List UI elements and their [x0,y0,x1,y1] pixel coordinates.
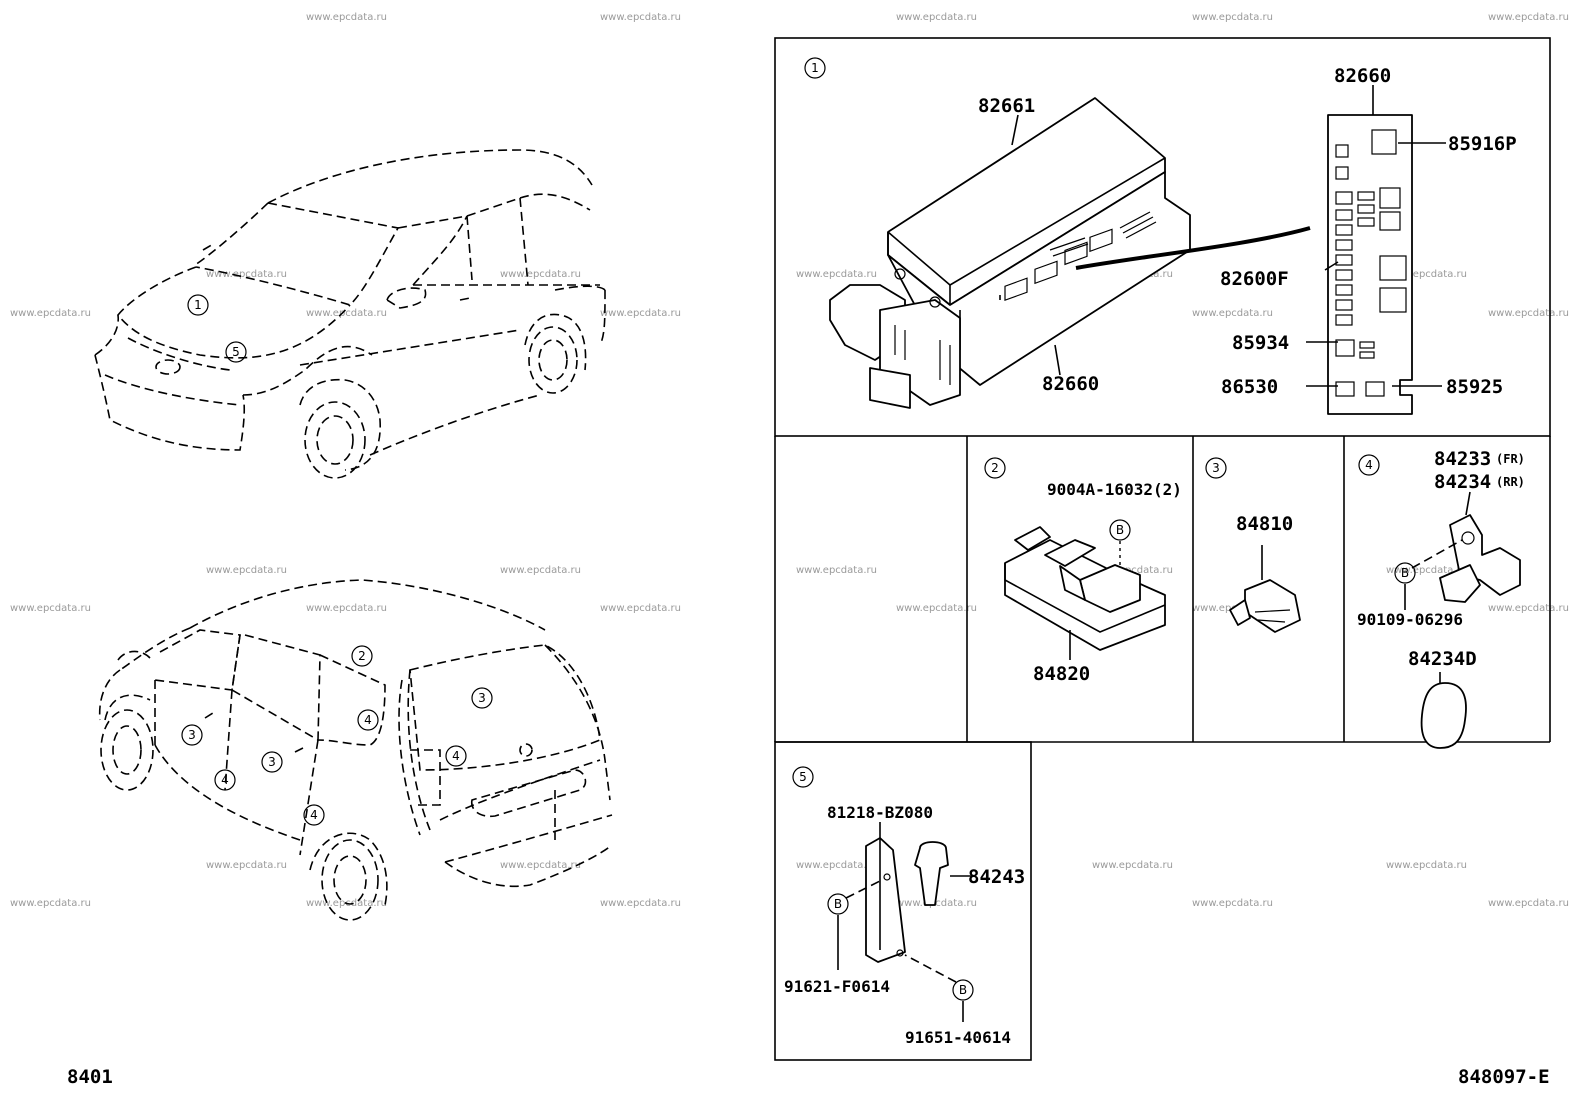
part-note-rr: (RR) [1496,475,1525,489]
watermark: www.epcdata.ru [306,308,387,319]
watermark: www.epcdata.ru [600,308,681,319]
watermark: www.epcdata.ru [500,565,581,576]
part-number-82661: 82661 [978,95,1035,117]
watermark: www.epcdata.ru [206,269,287,280]
callout-b-icon: B [959,983,967,997]
part-number-81218-bz080: 81218-BZ080 [827,803,933,822]
index-marker-4: 4 [364,713,372,727]
watermark: www.epcdata.ru [1386,565,1467,576]
panel-index-3: 3 [1212,461,1220,475]
watermark: www.epcdata.ru [500,269,581,280]
index-marker-2: 2 [358,649,366,663]
watermark: www.epcdata.ru [306,603,387,614]
watermark: www.epcdata.ru [600,12,681,23]
index-marker-3: 3 [268,755,276,769]
watermark: www.epcdata.ru [10,603,91,614]
panel-index-4: 4 [1365,458,1373,472]
watermark: www.epcdata.ru [896,898,977,909]
part-number-84233: 84233 [1434,448,1491,470]
watermark: www.epcdata.ru [1092,565,1173,576]
index-marker-4: 4 [452,749,460,763]
part-number-84234: 84234 [1434,471,1491,493]
watermark: www.epcdata.ru [796,860,877,871]
watermark: www.epcdata.ru [1192,308,1273,319]
part-number-85934: 85934 [1232,332,1289,354]
index-marker-4: 4 [310,808,318,822]
index-marker-4: 4 [221,773,229,787]
panel-4-courtesy-switch: 4 84233 (FR) 84234 (RR) B 90109-06296 84… [1357,448,1525,749]
watermark: www.epcdata.ru [1192,898,1273,909]
part-note-fr: (FR) [1496,452,1525,466]
callout-b-icon: B [1116,523,1124,537]
index-marker-3: 3 [478,691,486,705]
watermark: www.epcdata.ru [1386,269,1467,280]
panel-1-relay-block: 1 [804,57,1517,415]
vehicle-rear-view: 2 3 3 3 4 4 4 4 [98,579,613,921]
part-number-82600f: 82600F [1220,268,1289,290]
page-code-left: 8401 [67,1066,113,1088]
watermark: www.epcdata.ru [1192,12,1273,23]
watermark: www.epcdata.ru [896,12,977,23]
part-number-84820: 84820 [1033,663,1090,685]
part-number-84810: 84810 [1236,513,1293,535]
panel-5-lamp-switch: 5 81218-BZ080 84243 B 91621-F0614 B 9165… [784,766,1025,1047]
watermark: www.epcdata.ru [1488,308,1569,319]
panel-2-power-window-switch: 2 9004A-16032(2) B 84820 [984,457,1182,685]
panel-index-1: 1 [811,61,819,75]
part-number-84234d: 84234D [1408,648,1477,670]
watermark: www.epcdata.ru [1386,860,1467,871]
part-number-82660-housing: 82660 [1042,373,1099,395]
part-number-90109-06296: 90109-06296 [1357,610,1463,629]
part-number-9004a-16032: 9004A-16032(2) [1047,480,1182,499]
watermark: www.epcdata.ru [500,860,581,871]
part-number-91621-f0614: 91621-F0614 [784,977,890,996]
part-number-85925: 85925 [1446,376,1503,398]
watermark: www.epcdata.ru [10,898,91,909]
watermark: www.epcdata.ru [206,860,287,871]
watermark: www.epcdata.ru [1488,12,1569,23]
callout-b-icon: B [834,897,842,911]
page-code-right: 848097-E [1458,1066,1550,1088]
frame-boxes [774,37,1551,1061]
watermark: www.epcdata.ru [1488,898,1569,909]
part-number-85916p: 85916P [1448,133,1517,155]
panel-3-window-switch: 3 84810 [1205,457,1301,633]
panel-index-5: 5 [799,770,807,784]
callout-b-icon: B [1401,566,1409,580]
watermark: www.epcdata.ru [306,12,387,23]
watermark: www.epcdata.ru [600,898,681,909]
watermark: www.epcdata.ru [1488,603,1569,614]
index-marker-1: 1 [194,298,202,312]
panel-index-2: 2 [991,461,999,475]
index-marker-3: 3 [188,728,196,742]
part-number-86530: 86530 [1221,376,1278,398]
part-number-91651-40614: 91651-40614 [905,1028,1011,1047]
watermark: www.epcdata.ru [796,269,877,280]
watermark: www.epcdata.ru [206,565,287,576]
part-number-84243: 84243 [968,866,1025,888]
vehicle-front-view: 1 5 [94,149,606,479]
index-marker-5: 5 [232,345,240,359]
part-number-82660-panel: 82660 [1334,65,1391,87]
watermark: www.epcdata.ru [1092,860,1173,871]
watermark: www.epcdata.ru [600,603,681,614]
watermark: www.epcdata.ru [10,308,91,319]
watermark: www.epcdata.ru [896,603,977,614]
watermark: www.epcdata.ru [796,565,877,576]
